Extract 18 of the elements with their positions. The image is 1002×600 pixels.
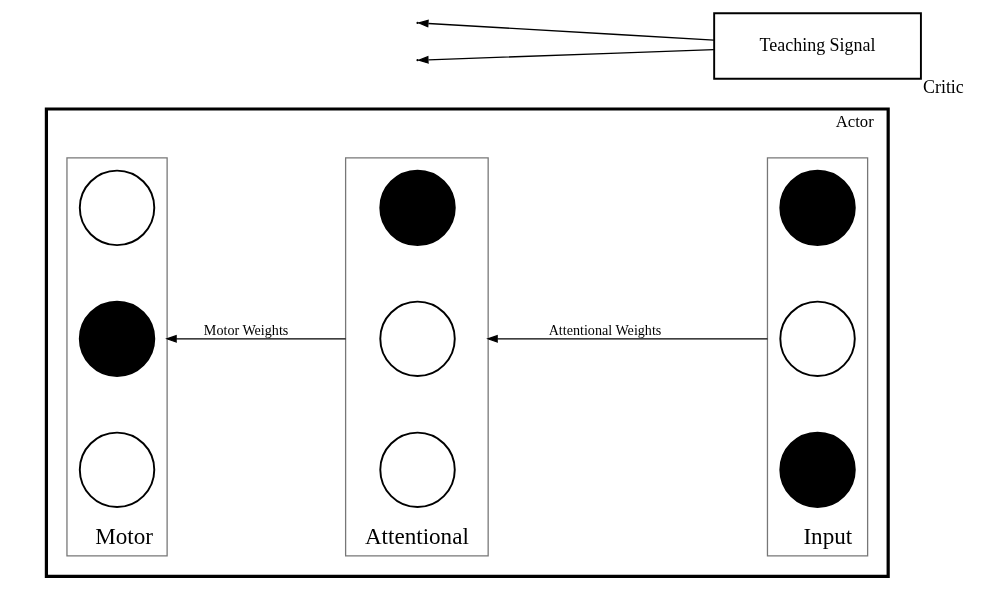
node-circle bbox=[779, 169, 856, 247]
edge-label: Motor Weights bbox=[203, 321, 289, 338]
node-circle bbox=[78, 169, 156, 247]
node-circle bbox=[779, 431, 856, 509]
node-circle bbox=[379, 300, 456, 378]
node-circle bbox=[779, 300, 856, 378]
node-circle bbox=[379, 169, 456, 247]
cluster: Attentional bbox=[345, 157, 489, 557]
arrow bbox=[486, 334, 769, 343]
node-circle bbox=[78, 431, 156, 509]
edge-label: Attentional Weights bbox=[548, 321, 662, 338]
node-label: Critic bbox=[922, 77, 964, 98]
node-circle bbox=[379, 431, 456, 509]
arrow bbox=[165, 334, 347, 343]
cluster: Motor bbox=[66, 157, 168, 557]
node-circle bbox=[78, 300, 156, 378]
cluster: Input bbox=[766, 157, 869, 557]
node-box: Teaching Signal bbox=[713, 12, 922, 80]
